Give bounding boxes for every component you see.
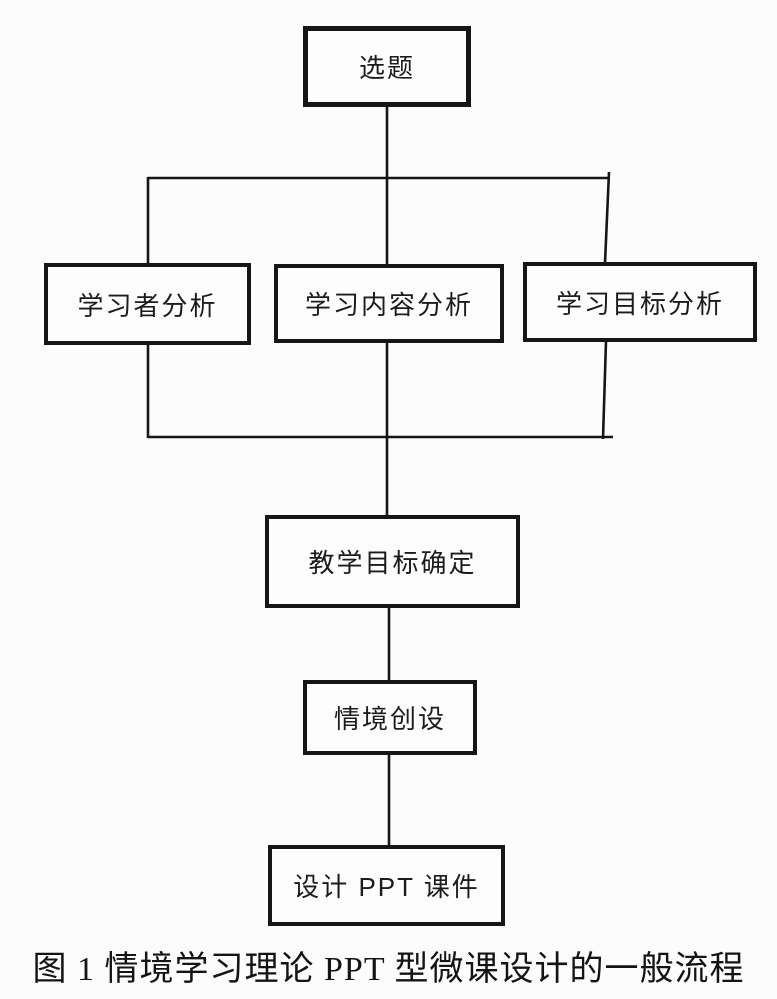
flow-node-learner-analysis: 学习者分析 bbox=[44, 263, 251, 345]
flow-node-topic: 选题 bbox=[303, 26, 471, 107]
flow-node-teaching-goal-label: 教学目标确定 bbox=[308, 548, 477, 578]
flow-node-teaching-goal: 教学目标确定 bbox=[265, 515, 520, 608]
flow-node-content-analysis: 学习内容分析 bbox=[274, 264, 504, 343]
flow-node-situation-creation-label: 情境创设 bbox=[333, 704, 446, 734]
flow-node-design-ppt-label: 设计 PPT 课件 bbox=[293, 872, 480, 902]
flow-node-objective-analysis-label: 学习目标分析 bbox=[555, 288, 724, 319]
flow-node-situation-creation: 情境创设 bbox=[303, 680, 477, 755]
flow-node-objective-analysis: 学习目标分析 bbox=[523, 262, 757, 342]
flow-node-content-analysis-label: 学习内容分析 bbox=[304, 290, 473, 320]
figure-caption: 图 1 情境学习理论 PPT 型微课设计的一般流程 bbox=[32, 951, 745, 988]
edge-drop-objective bbox=[603, 171, 611, 264]
edge-merge-objective bbox=[601, 340, 608, 440]
flow-node-learner-analysis-label: 学习者分析 bbox=[77, 290, 218, 321]
flow-node-topic-label: 选题 bbox=[358, 53, 415, 83]
flow-node-design-ppt: 设计 PPT 课件 bbox=[268, 845, 505, 926]
